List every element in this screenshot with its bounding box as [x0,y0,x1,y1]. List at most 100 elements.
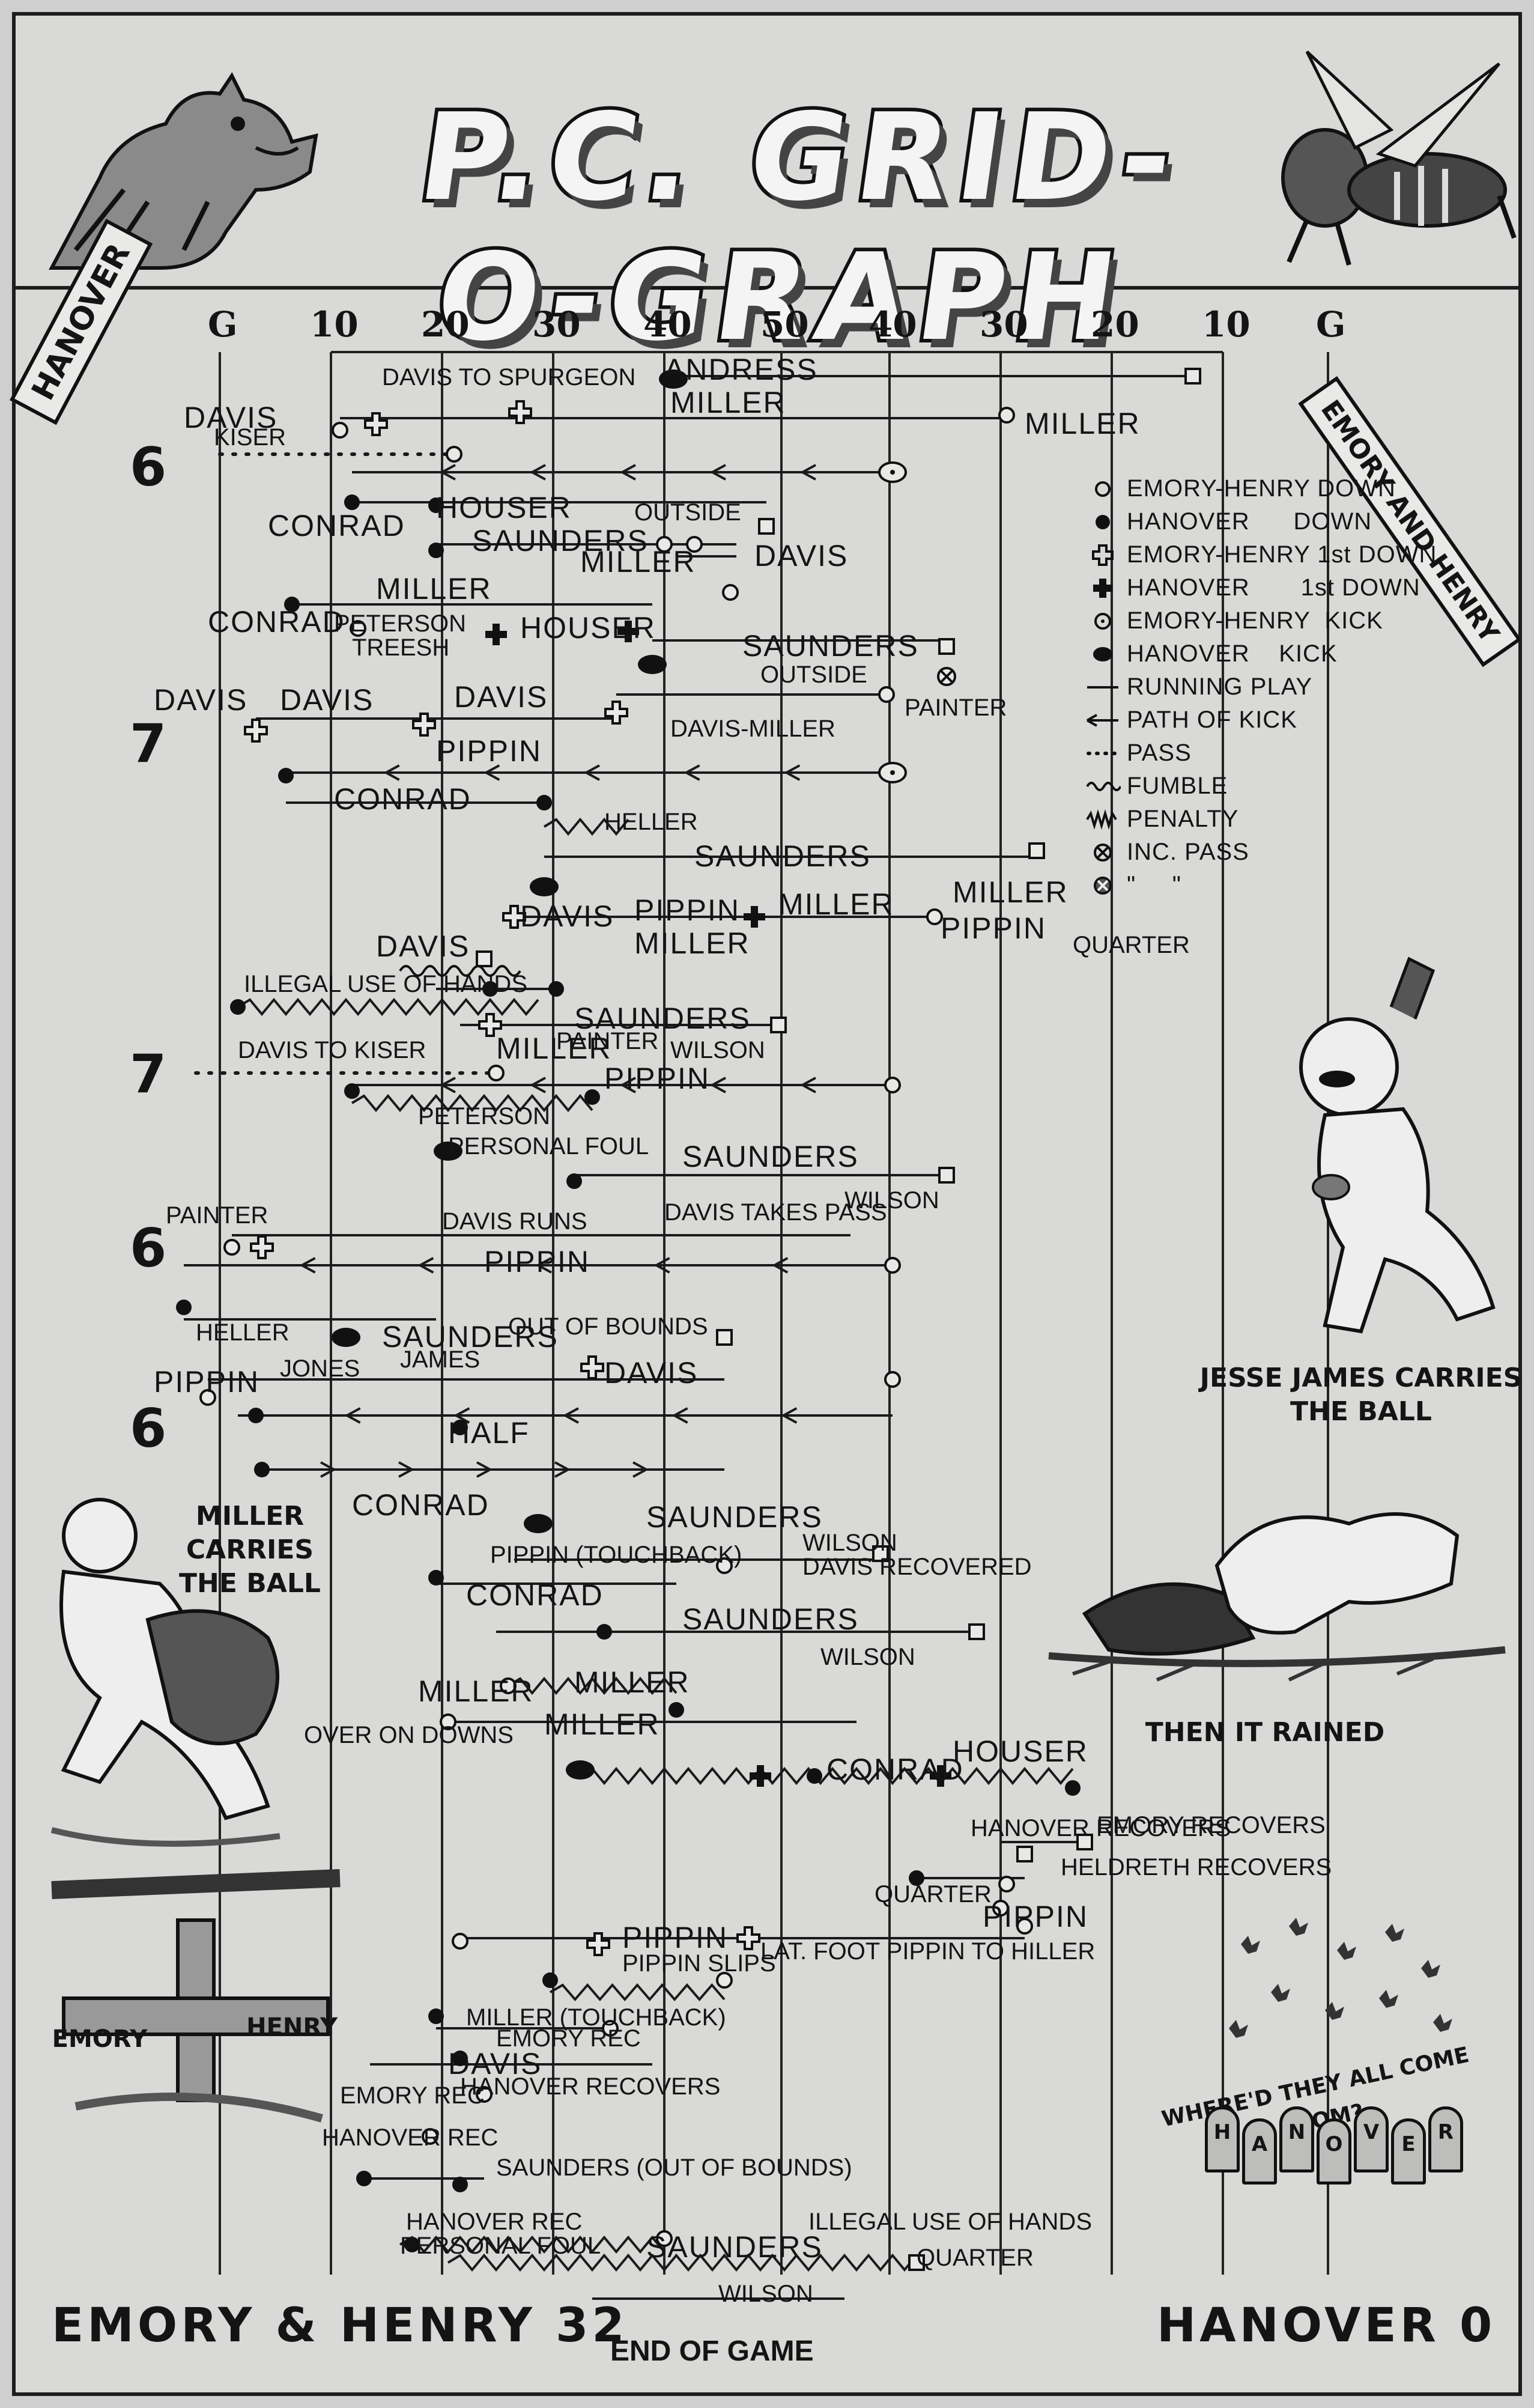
legend-label: HANOVER KICK [1127,640,1338,667]
play-label: PIPPIN [941,911,1046,945]
kick-arrow [419,1257,434,1274]
hornet-swarm-icon [1229,1918,1452,2038]
dot-circle-icon [1079,609,1127,633]
hornet-icon [1421,1960,1440,1978]
play-label: JONES [280,1355,360,1382]
play-label: DAVIS [184,401,278,434]
score-marker: 6 [130,436,167,498]
hanover-kick-icon [659,369,688,389]
play-label: EMORY RECOVERS [1097,1812,1326,1838]
play-label: HANOVER RECOVERS [460,2073,721,2100]
play-label: HANOVER REC [322,2124,499,2151]
drive-end-square [872,1545,889,1562]
yard-label: G [208,304,238,345]
play-label: DAVIS-MILLER [670,716,835,742]
hanover-first-down-icon [617,621,639,642]
penalty-zigzag [549,1983,726,2002]
emory-henry-first-down-icon [364,412,388,436]
tombstone: E [1391,2118,1426,2185]
emory-henry-down-icon [500,1677,517,1694]
play-label: CONRAD [466,1578,604,1612]
emory-henry-first-down-icon [502,905,526,929]
legend-label: HANOVER 1st DOWN [1127,574,1420,601]
emory-henry-first-down-icon [244,719,268,743]
dots-icon [1079,741,1127,765]
drive-end-square [938,638,955,655]
kick-arrow [565,1407,579,1424]
yard-label: 20 [1091,304,1139,345]
play-label: MILLER [670,386,786,419]
legend-label: HANOVER DOWN [1127,508,1372,535]
hanover-down-icon [584,1089,600,1105]
kick-arrow [774,1257,789,1274]
play-label: PETERSON [418,1103,551,1130]
emory-henry-down-icon [998,1876,1015,1893]
hornet-icon [1337,1942,1356,1960]
play-label: QUARTER [917,2245,1034,2271]
play-label: WILSON [802,1530,897,1556]
play-label: SAUNDERS [682,1140,859,1173]
hanover-kick-icon [434,1142,462,1161]
hanover-down-icon [428,497,444,513]
kick-dot [890,770,895,775]
play-label: DAVIS [454,680,548,714]
kick-arrow [622,1077,636,1093]
play-label: PAINTER [556,1028,659,1054]
wave-icon [1079,774,1127,798]
caption-miller: MILLER CARRIES THE BALL [179,1501,321,1599]
caption-then-it-rained: THEN IT RAINED [1145,1717,1385,1748]
kick-arrow [685,764,700,781]
play-label: DAVIS [754,539,849,573]
play-label: CONRAD [208,605,345,639]
kick-arrow [622,464,636,481]
emory-henry-down-icon [926,908,943,925]
legend-label: PATH OF KICK [1127,707,1297,733]
kick-arrow [632,1461,647,1478]
play-label: LAT. FOOT PIPPIN TO HILLER [760,1938,1096,1965]
penalty-zigzag [447,2253,918,2272]
play-label: PIPPIN (TOUCHBACK) [490,1542,742,1568]
play-label: HOUSER [953,1735,1088,1768]
tombstone: H [1205,2106,1240,2172]
tombstone: N [1279,2106,1314,2172]
play-label: WILSON [844,1187,939,1214]
score-marker: 7 [130,1043,167,1105]
kick-arrow [532,1077,546,1093]
emory-henry-down-icon [686,536,703,553]
kick-arrow [712,1077,726,1093]
kick-arrow [441,1077,456,1093]
zigzag-icon [1079,807,1127,832]
hanover-first-down-icon [485,624,507,645]
penalty-zigzag [351,1093,593,1113]
play-label: ANDRESS [664,353,818,386]
play-label: WILSON [820,1644,915,1670]
filled-circle-icon [1079,510,1127,534]
play-label: MILLER [634,926,750,960]
play-label: DAVIS [154,683,248,717]
hanover-down-icon [536,795,552,810]
legend-row: PENALTY [1079,803,1511,836]
play-label: DAVIS RUNS [442,1208,587,1235]
drive-end-square [938,1167,955,1184]
legend-row: INC. PASS [1079,836,1511,869]
play-label: MILLER [418,1674,534,1708]
play-label: PIPPIN [983,1900,1088,1933]
emory-henry-down-icon [722,584,739,601]
hanover-first-down-icon [744,906,765,928]
play-label: SAUNDERS [742,629,919,663]
legend-row: EMORY-HENRY KICK [1079,604,1511,637]
play-label: HOUSER [520,611,656,645]
play-label: DAVIS [448,2047,542,2081]
kick-arrow [655,1257,670,1274]
yard-label: 40 [869,304,917,345]
play-label: HANOVER REC [406,2209,583,2235]
score-marker: 7 [130,713,167,774]
play-label: ILLEGAL USE OF HANDS [244,971,527,997]
open-circle-icon [1079,477,1127,501]
play-label: SAUNDERS (OUT OF BOUNDS) [496,2154,852,2181]
legend-label: EMORY-HENRY DOWN [1127,475,1396,502]
play-label: MILLER [544,1707,660,1741]
emory-henry-down-icon [716,1972,733,1989]
